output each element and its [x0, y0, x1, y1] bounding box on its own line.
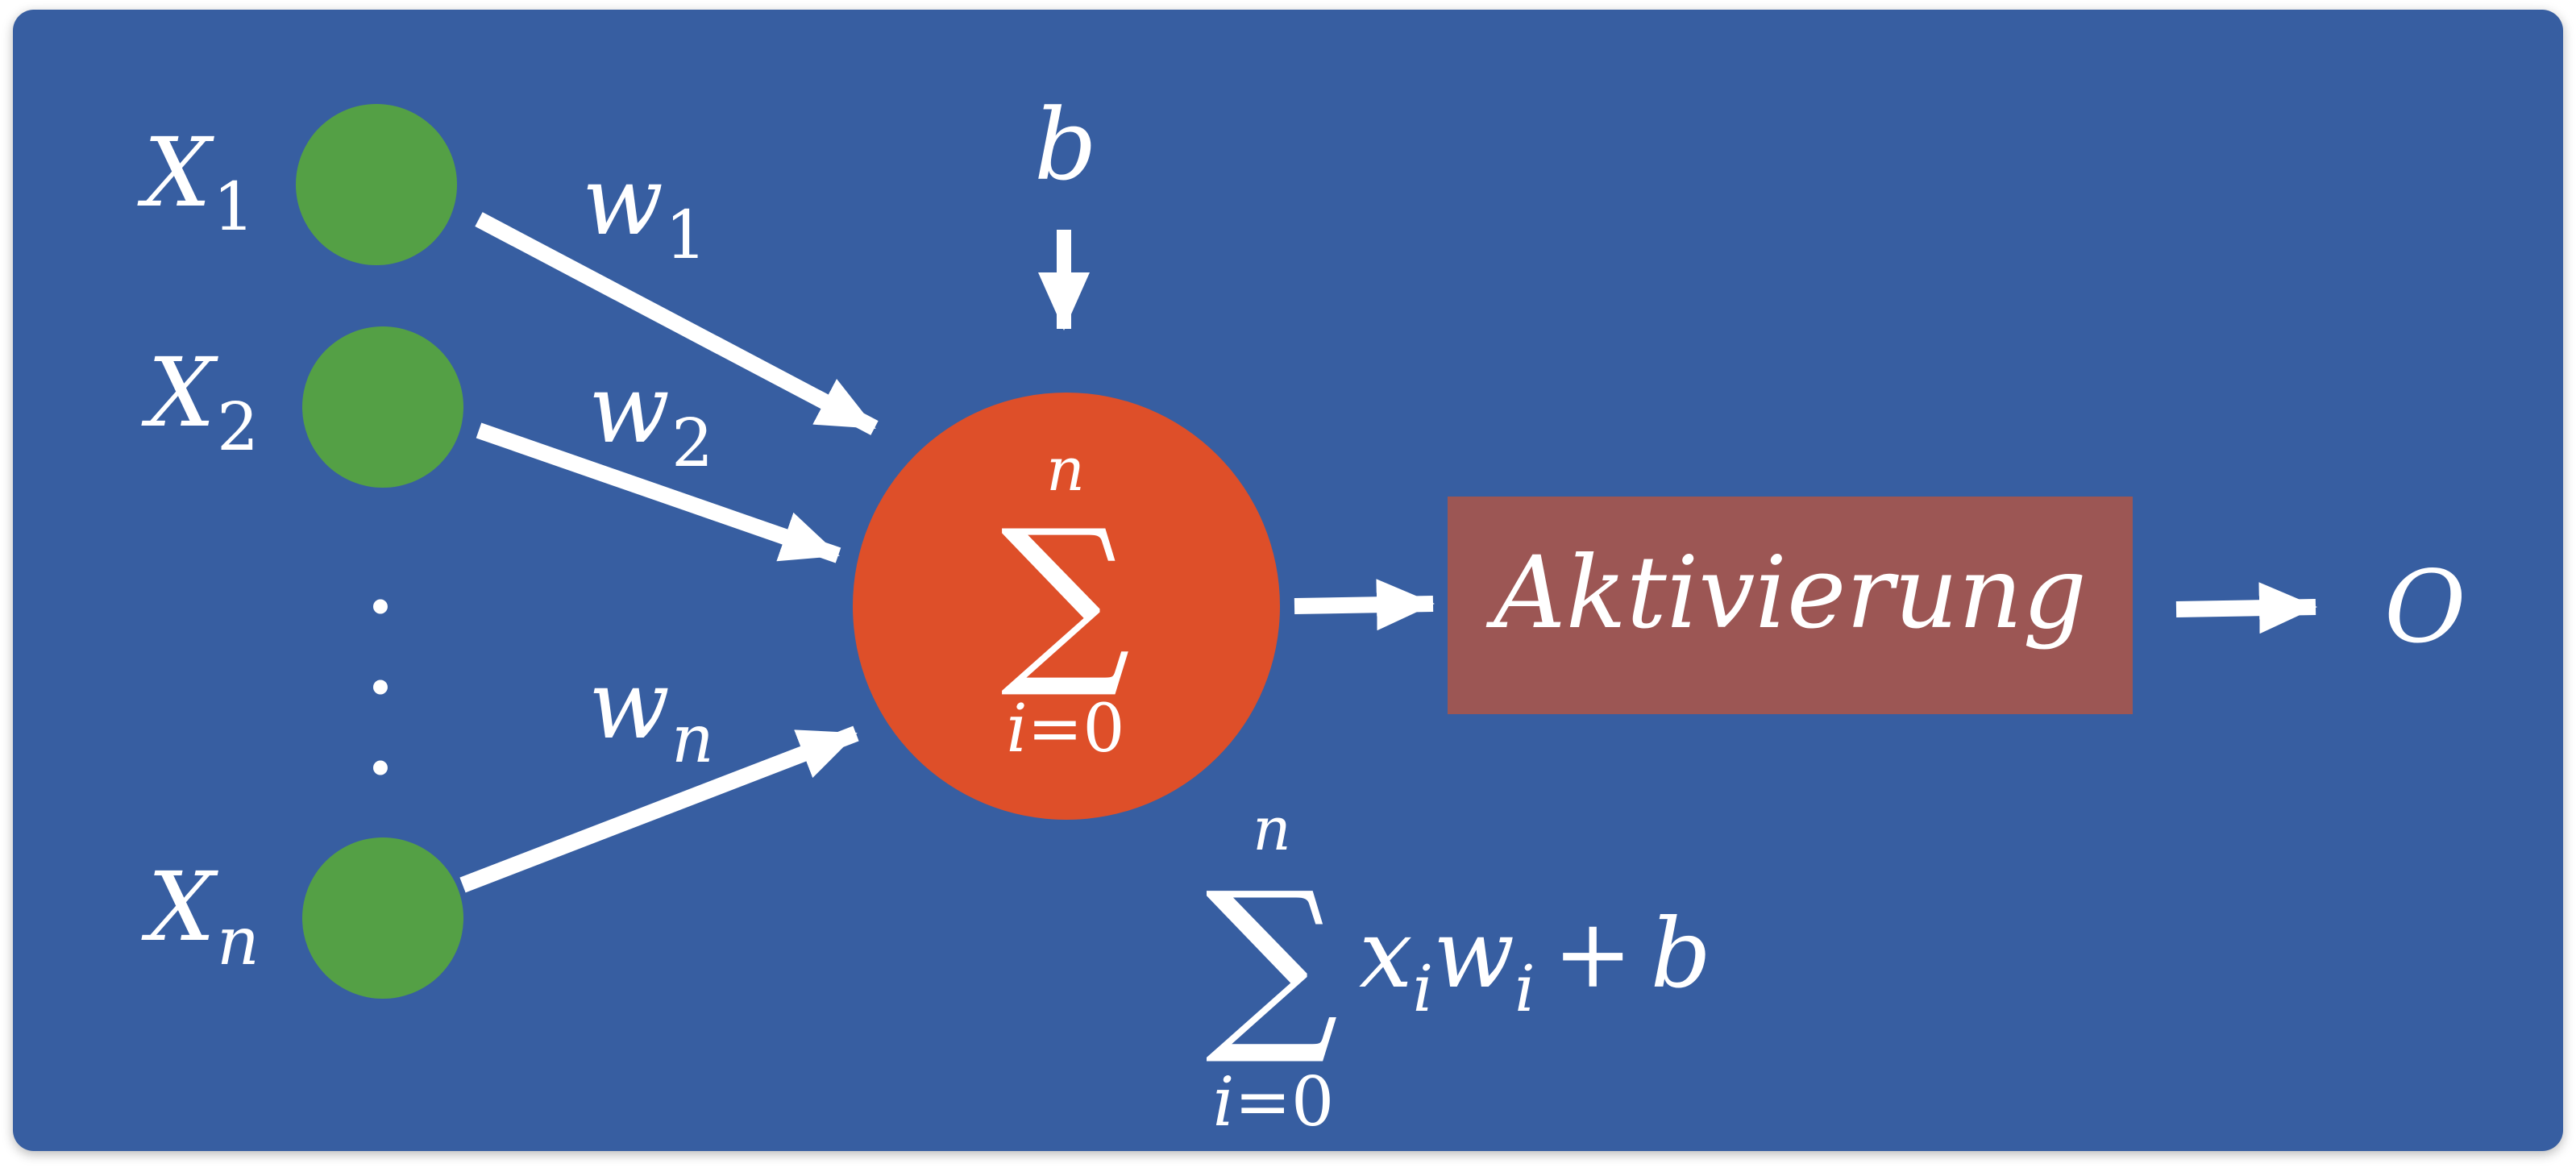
weight-label-n: wn: [588, 649, 714, 778]
bias-label: b: [1034, 88, 1097, 202]
sum-node-lower-limit: i=0: [1006, 691, 1124, 767]
input-label-n: Xn: [141, 851, 260, 980]
activation-label: Aktivierung: [1485, 535, 2087, 651]
activation-box: [1448, 497, 2133, 714]
weight-label-2: w2: [588, 353, 713, 482]
input-node-2: [302, 326, 463, 488]
sum-node-upper-limit: n: [1046, 435, 1085, 505]
ellipsis-dot-3: .: [367, 701, 393, 792]
weight-arrow-2: [476, 422, 841, 563]
output-label: O: [2384, 550, 2466, 666]
activation-to-output-arrow: [2175, 582, 2317, 634]
formula-sigma-icon: ∑: [1205, 852, 1339, 1070]
weight-label-1: w1: [582, 145, 707, 274]
sum-node: [853, 393, 1280, 820]
input-label-2: X2: [141, 337, 259, 466]
formula-upper-limit: n: [1253, 795, 1291, 864]
ellipsis-dot-1: .: [367, 540, 393, 631]
input-node-n: [302, 837, 463, 999]
weight-arrow-n: [459, 725, 859, 893]
input-node-1: [296, 104, 457, 265]
ellipsis-dot-2: .: [367, 621, 393, 712]
sum-to-activation-arrow: [1294, 579, 1435, 631]
formula-lower-limit: i=0: [1213, 1062, 1335, 1141]
sigma-icon: ∑: [1000, 491, 1130, 703]
formula-expression: xiwi+b: [1359, 898, 1711, 1026]
input-label-1: X1: [137, 117, 255, 246]
weight-arrow-1: [475, 212, 879, 435]
